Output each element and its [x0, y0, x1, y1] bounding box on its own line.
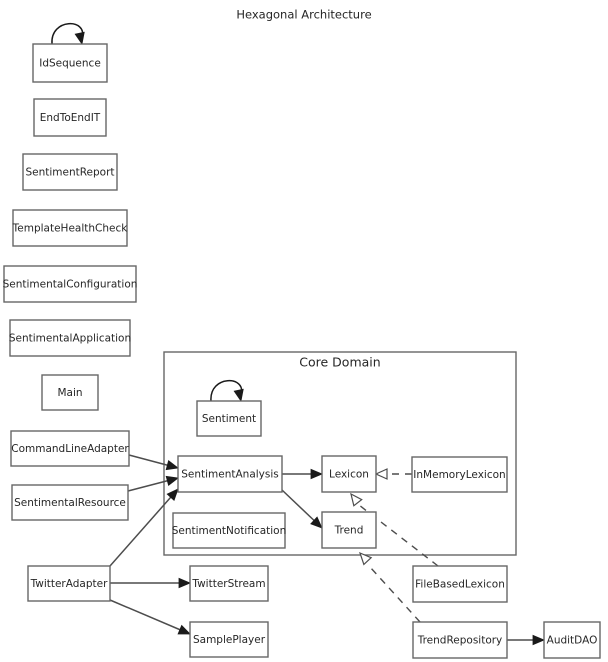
e-commandlineadapter-sentimentanalysis — [128, 454, 180, 471]
node-filebasedlexicon[interactable]: FileBasedLexicon — [412, 565, 508, 603]
node-box[interactable] — [543, 621, 601, 659]
arrowhead-icon — [178, 577, 192, 589]
node-box[interactable] — [321, 455, 377, 493]
node-sentimentalconfiguration[interactable]: SentimentalConfiguration — [3, 265, 138, 303]
node-label: TemplateHealthCheck — [12, 223, 129, 235]
node-box[interactable] — [9, 319, 131, 357]
node-sentimentreport[interactable]: SentimentReport — [22, 153, 118, 191]
node-templatehealthcheck[interactable]: TemplateHealthCheck — [12, 209, 129, 247]
arrowhead-hollow-icon — [359, 551, 373, 566]
arrowhead-icon — [532, 634, 546, 646]
node-label: TrendRepository — [417, 635, 503, 647]
node-label: CommandLineAdapter — [11, 443, 129, 455]
node-label: FileBasedLexicon — [415, 579, 505, 591]
node-lexicon[interactable]: Lexicon — [321, 455, 377, 493]
node-label: TwitterAdapter — [30, 578, 109, 590]
group-core-domain: Core Domain — [163, 351, 517, 556]
node-box[interactable] — [196, 400, 262, 437]
node-sentimentnotification[interactable]: SentimentNotification — [172, 512, 287, 549]
node-label: SentimentReport — [25, 167, 114, 179]
e-twitteradapter-twitterstream — [110, 577, 192, 589]
node-label: SentimentalApplication — [9, 333, 131, 345]
node-trend[interactable]: Trend — [321, 511, 377, 549]
group-border — [163, 351, 517, 556]
arrowhead-icon — [165, 460, 180, 471]
node-box[interactable] — [27, 565, 111, 602]
node-box[interactable] — [11, 484, 129, 521]
e-trendrepository-auditdao — [507, 634, 546, 646]
node-label: Lexicon — [329, 469, 369, 481]
node-auditdao[interactable]: AuditDAO — [543, 621, 601, 659]
node-inmemorylexicon[interactable]: InMemoryLexicon — [411, 456, 508, 493]
node-label: SentimentalResource — [14, 497, 126, 509]
node-box[interactable] — [12, 209, 128, 247]
node-box[interactable] — [22, 153, 118, 191]
node-sentiment[interactable]: Sentiment — [196, 380, 262, 437]
edge-path — [109, 488, 179, 567]
node-label: SentimentalConfiguration — [3, 279, 138, 291]
node-label: SentimentAnalysis — [181, 469, 279, 481]
node-main[interactable]: Main — [41, 374, 99, 411]
node-label: Sentiment — [202, 413, 256, 425]
node-box[interactable] — [3, 265, 137, 303]
node-box[interactable] — [177, 455, 283, 493]
node-box[interactable] — [189, 621, 269, 658]
node-label: InMemoryLexicon — [413, 469, 505, 481]
self-loop-arrowhead-icon — [233, 388, 244, 403]
node-box[interactable] — [41, 374, 99, 411]
self-loop-arrowhead-icon — [74, 31, 85, 46]
node-box[interactable] — [189, 565, 269, 602]
node-label: TwitterStream — [191, 578, 265, 590]
node-commandlineadapter[interactable]: CommandLineAdapter — [10, 430, 130, 467]
node-twitterstream[interactable]: TwitterStream — [189, 565, 269, 602]
node-label: IdSequence — [39, 58, 101, 70]
edge-path — [109, 599, 191, 635]
node-box[interactable] — [32, 43, 108, 83]
node-sampleplayer[interactable]: SamplePlayer — [189, 621, 269, 658]
arrowhead-hollow-icon — [350, 492, 363, 507]
e-trendrepository-trend — [359, 551, 421, 623]
e-twitteradapter-sentimentanalysis — [109, 488, 179, 567]
arrowhead-hollow-icon — [374, 468, 388, 480]
node-box[interactable] — [321, 511, 377, 549]
node-box[interactable] — [33, 98, 107, 137]
node-label: SentimentNotification — [172, 525, 287, 537]
node-label: SamplePlayer — [193, 634, 266, 646]
node-sentimentalresource[interactable]: SentimentalResource — [11, 484, 129, 521]
e-twitteradapter-sampleplayer — [109, 599, 191, 635]
group-label: Core Domain — [299, 355, 380, 370]
node-box[interactable] — [10, 430, 130, 467]
diagram-title: Hexagonal Architecture — [236, 8, 371, 22]
e-sentimentanalysis-trend — [281, 489, 323, 529]
node-label: EndToEndIT — [40, 112, 101, 124]
node-box[interactable] — [412, 621, 508, 659]
node-trendrepository[interactable]: TrendRepository — [412, 621, 508, 659]
group-container-layer: Core Domain — [163, 351, 517, 556]
node-twitteradapter[interactable]: TwitterAdapter — [27, 565, 111, 602]
arrowhead-icon — [310, 516, 323, 529]
node-sentimentalapplication[interactable]: SentimentalApplication — [9, 319, 131, 357]
e-sentimentanalysis-lexicon — [282, 468, 324, 480]
node-label: Trend — [334, 525, 364, 537]
e-inmemorylexicon-lexicon — [374, 468, 412, 480]
node-label: AuditDAO — [547, 635, 598, 647]
node-sentimentanalysis[interactable]: SentimentAnalysis — [177, 455, 283, 493]
arrowhead-icon — [166, 488, 179, 501]
arrowhead-icon — [177, 624, 191, 635]
node-box[interactable] — [172, 512, 286, 549]
node-endtoendit[interactable]: EndToEndIT — [33, 98, 107, 137]
node-idsequence[interactable]: IdSequence — [32, 23, 108, 83]
e-sentimentalresource-sentimentanalysis — [127, 475, 180, 492]
node-box[interactable] — [412, 565, 508, 603]
arrowhead-icon — [310, 468, 324, 480]
node-box[interactable] — [411, 456, 508, 493]
node-label: Main — [57, 387, 82, 399]
arrowhead-icon — [165, 475, 180, 486]
